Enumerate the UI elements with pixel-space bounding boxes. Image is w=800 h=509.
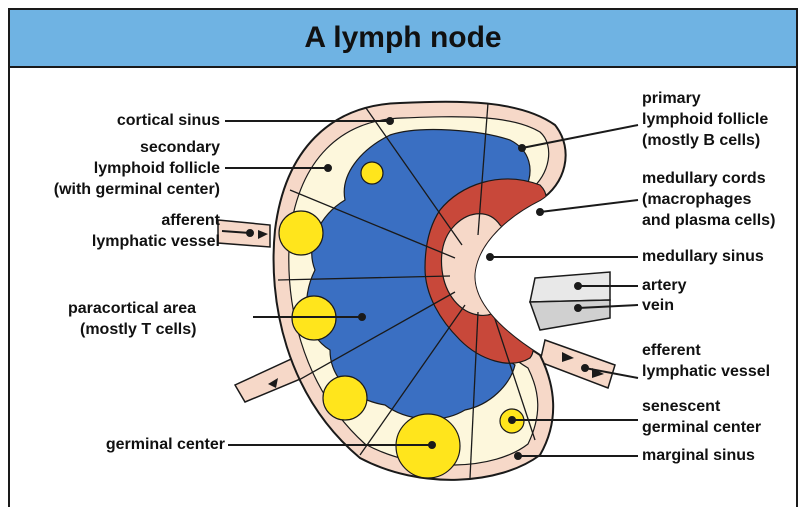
label-paracortical-area: paracortical area (mostly T cells) [68,298,248,340]
label-medullary-sinus: medullary sinus [642,246,792,267]
label-primary-follicle: primary lymphoid follicle (mostly B cell… [642,88,792,151]
label-germinal-center: germinal center [60,434,225,455]
germinal-center [279,211,323,255]
label-cortical-sinus: cortical sinus [90,110,220,131]
label-secondary-follicle: secondary lymphoid follicle (with germin… [20,137,220,200]
label-medullary-cords: medullary cords (macrophages and plasma … [642,168,797,231]
efferent-vessel [540,340,615,388]
label-afferent-vessel: afferent lymphatic vessel [60,210,220,252]
germinal-center-small [361,162,383,184]
label-senescent-center: senescent germinal center [642,396,792,438]
label-vein: vein [642,295,742,316]
label-efferent-vessel: efferent lymphatic vessel [642,340,792,382]
label-artery: artery [642,275,742,296]
germinal-center [323,376,367,420]
vein-vessel [530,300,610,330]
label-marginal-sinus: marginal sinus [642,445,792,466]
